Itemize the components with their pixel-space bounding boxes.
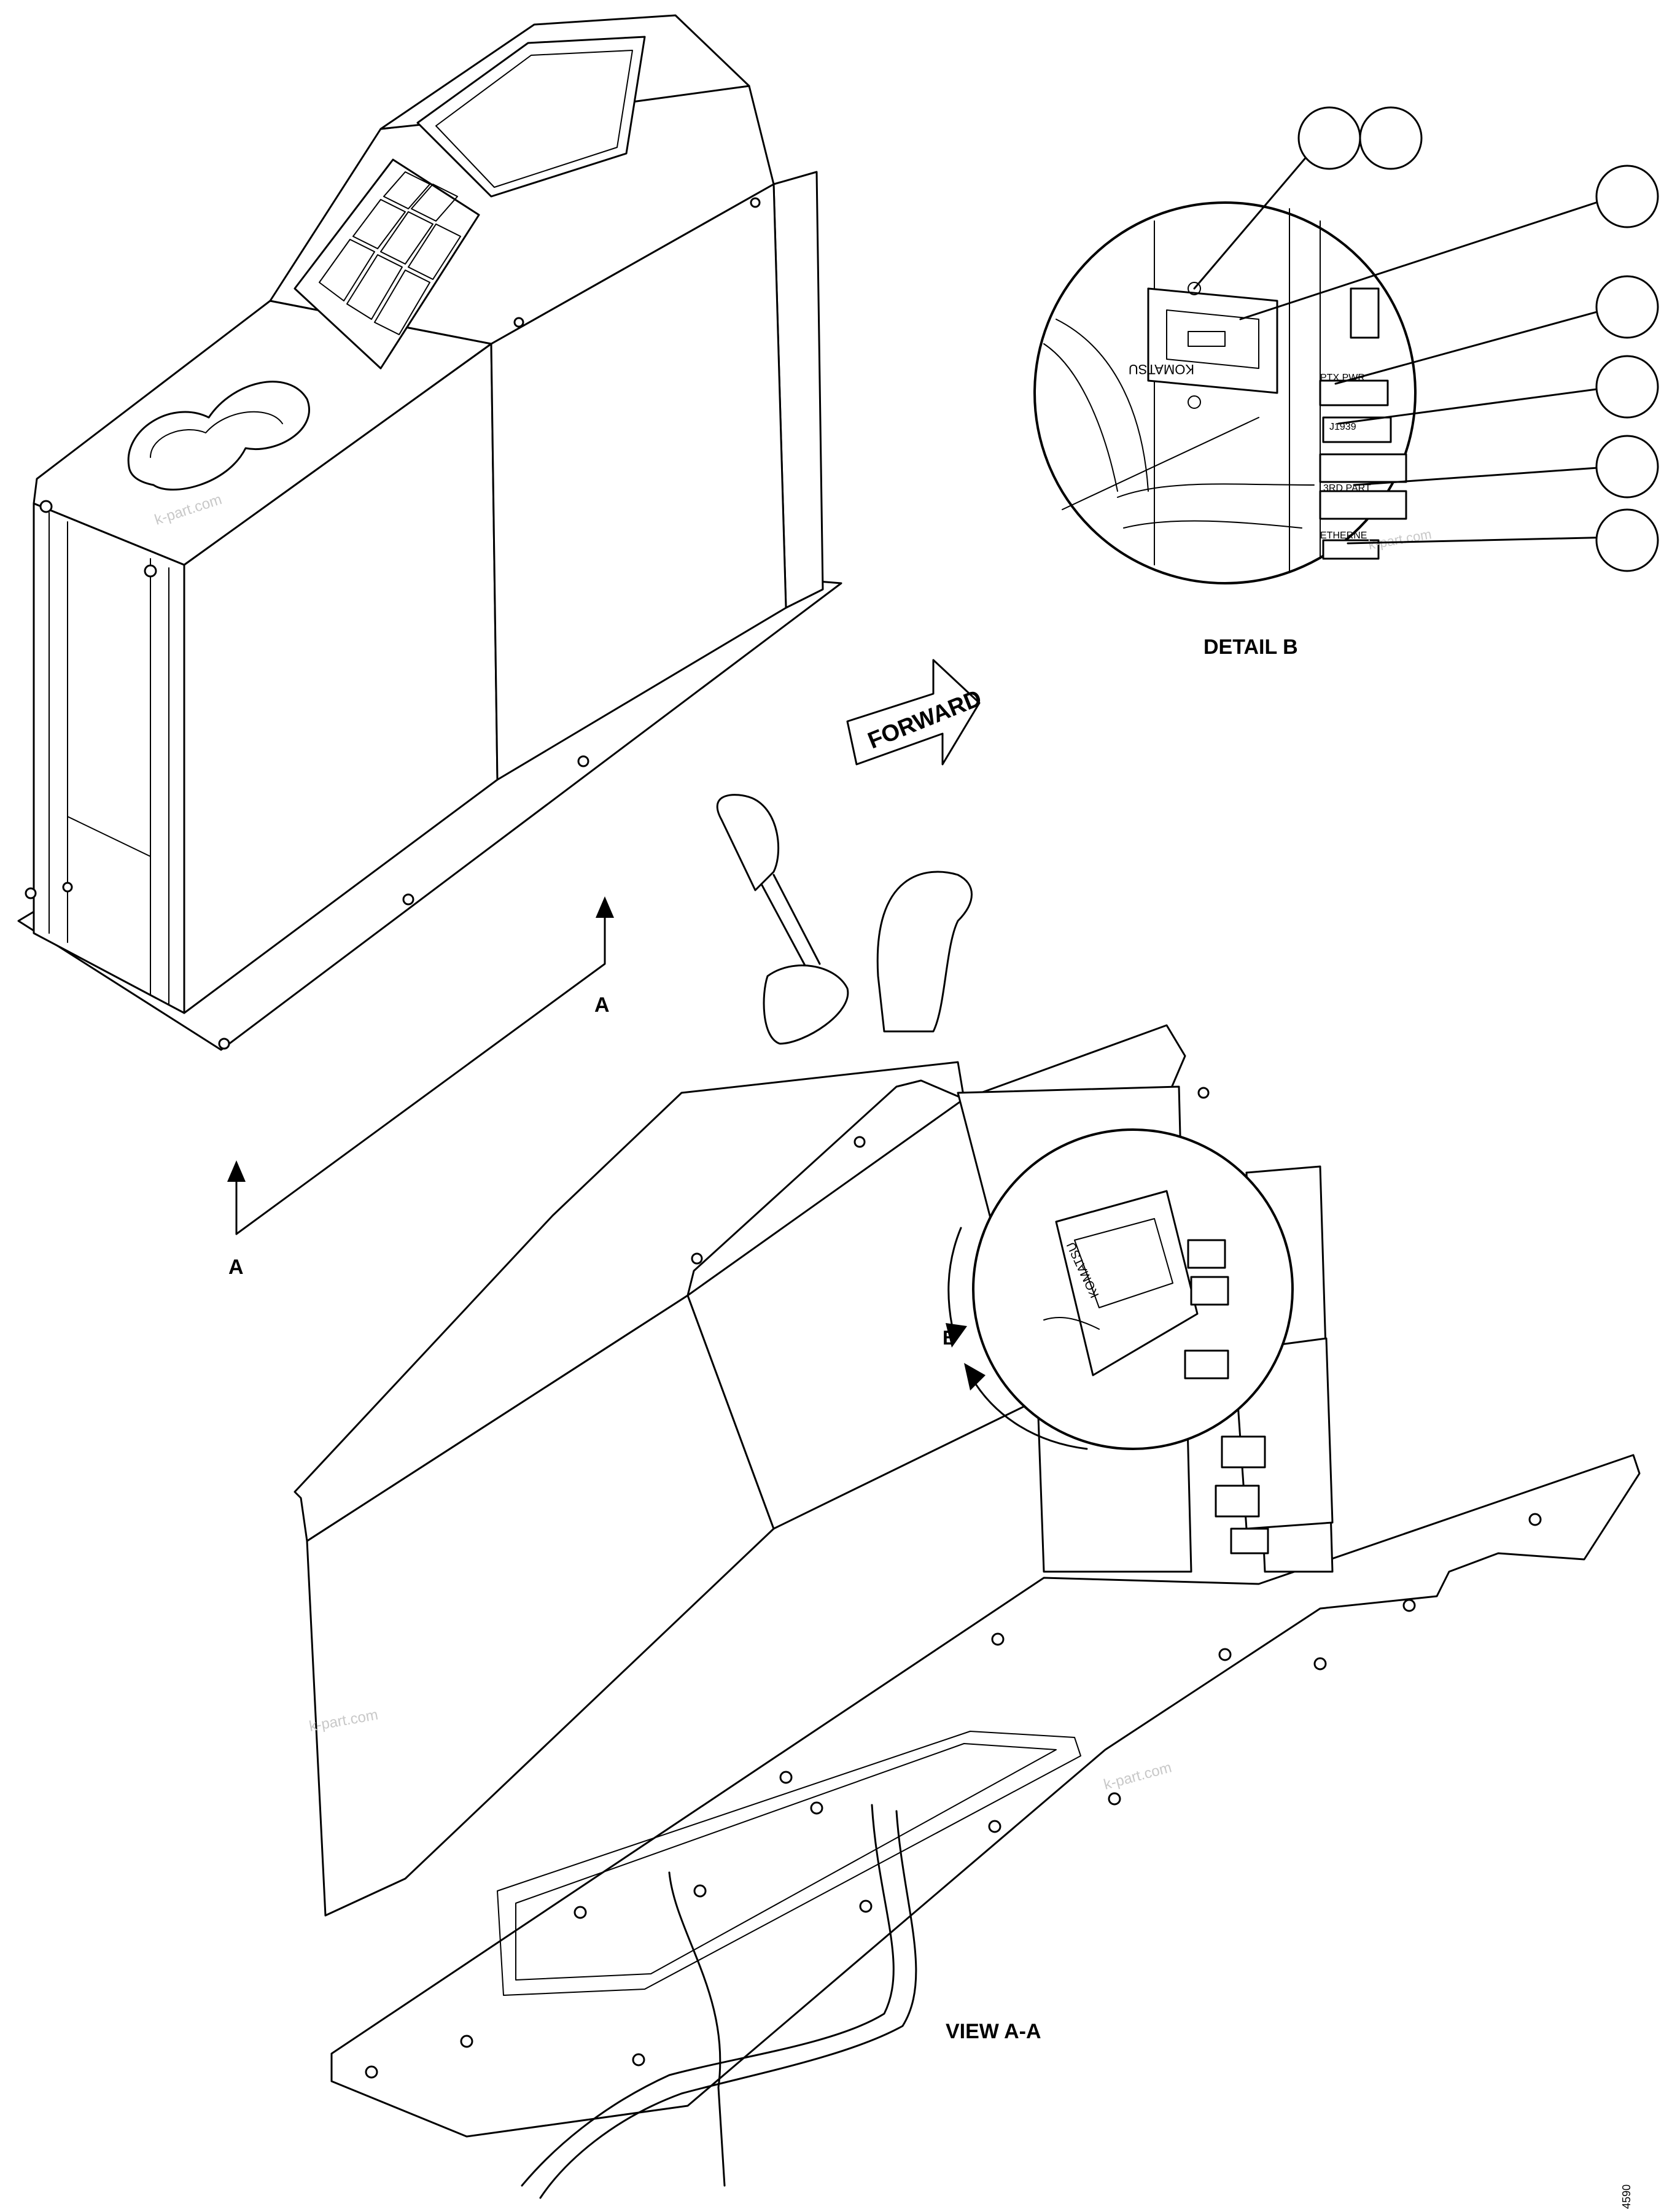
detail-monitor-brand: KOMATSU — [1129, 362, 1194, 377]
aa-grab-handle — [876, 871, 973, 1033]
watermark-4: k-part.com — [1102, 1759, 1173, 1793]
watermark-2: k-part.com — [1367, 526, 1433, 553]
console-switch-grid — [319, 171, 461, 335]
view-a-a-label: VIEW A-A — [946, 2020, 1041, 2043]
console-assembly-iso: A A k-part.com — [17, 14, 842, 1279]
console-left-side — [33, 502, 185, 1014]
callout-balloon-7 — [1595, 508, 1659, 572]
floor-plate — [330, 1454, 1641, 2138]
callout-balloon-5 — [1595, 355, 1659, 419]
console-switch-panel — [294, 158, 480, 370]
joystick-handle — [716, 794, 849, 1045]
detail-b-callout-circle: KOMATSU — [946, 1128, 1294, 1450]
callout-balloon-2 — [1359, 106, 1423, 170]
forward-arrow: FORWARD — [846, 659, 986, 766]
console-cup-holder — [127, 381, 310, 491]
connector-label-3rd-party: 3RD PART — [1323, 483, 1371, 494]
section-a-label-lower: A — [228, 1255, 244, 1279]
connector-label-ptx-pwr: PTX PWR — [1320, 373, 1365, 383]
floor-hose — [521, 1804, 895, 2187]
callout-balloons — [1297, 106, 1659, 572]
detail-b-label: DETAIL B — [1203, 635, 1298, 659]
console-rails — [49, 512, 169, 1004]
section-line-a-a — [227, 896, 614, 1235]
floor-fasteners — [365, 1087, 1542, 2079]
connector-label-ethernet: ETHERNE — [1320, 530, 1367, 541]
section-a-label-upper: A — [594, 993, 610, 1017]
callout-balloon-6 — [1595, 435, 1659, 499]
drawing-number: 4590 — [1620, 2184, 1633, 2209]
console-bolts — [25, 197, 761, 1050]
detail-b-view: KOMATSU PTX PWR J1939 3RD PART ETHERNE k… — [1033, 106, 1659, 659]
callout-balloon-4 — [1595, 275, 1659, 339]
callout-balloon-1 — [1297, 106, 1361, 170]
callout-balloon-3 — [1595, 165, 1659, 228]
connector-label-j1939: J1939 — [1329, 422, 1356, 432]
aa-console-top — [294, 1061, 965, 1542]
floor-cutout — [497, 1731, 1081, 1996]
detail-b-callout-label: B — [943, 1327, 957, 1349]
view-a-a: KOMATSU B k-part.com k-part.com VIEW A — [294, 794, 1641, 2199]
